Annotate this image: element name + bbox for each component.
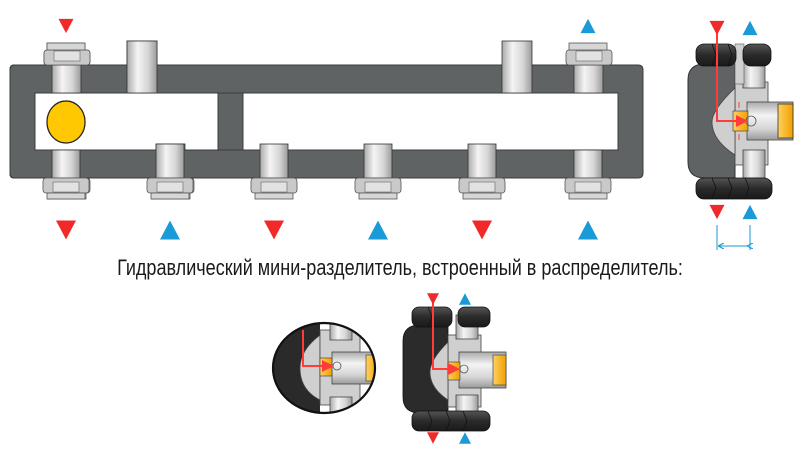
supply-arrow-down-icon	[427, 293, 439, 305]
side-view	[687, 28, 794, 200]
return-arrow-up-icon	[459, 432, 471, 444]
supply-arrow-down-icon	[427, 432, 439, 444]
return-arrow-up-icon	[742, 204, 758, 220]
bottom-port	[146, 143, 194, 200]
top-port-2	[565, 42, 613, 94]
supply-arrow-down-icon	[472, 220, 492, 240]
caption: Гидравлический мини-разделитель, встроен…	[117, 255, 683, 280]
bottom-port	[564, 149, 612, 200]
return-arrow-up-icon	[160, 220, 180, 240]
return-arrow-up-icon	[578, 220, 598, 240]
magnified-detail	[271, 321, 377, 415]
supply-arrow-down-icon	[58, 18, 74, 34]
supply-arrow-down-icon	[264, 220, 284, 240]
top-port-1	[43, 42, 91, 94]
bottom-port	[250, 143, 298, 200]
supply-arrow-down-icon	[56, 220, 76, 240]
vent-circle	[46, 100, 86, 144]
bottom-port	[42, 149, 90, 200]
dimension-marker	[716, 225, 750, 250]
bottom-port	[354, 143, 402, 200]
return-arrow-up-icon	[459, 293, 471, 305]
bottom-port	[458, 143, 506, 200]
side-section-detail	[402, 296, 507, 432]
top-stub-1	[126, 40, 158, 94]
return-arrow-up-icon	[368, 220, 388, 240]
supply-arrow-down-icon	[709, 204, 725, 220]
return-arrow-up-icon	[580, 18, 596, 34]
supply-arrow-down-icon	[709, 20, 725, 36]
top-stub-2	[501, 40, 533, 94]
return-arrow-up-icon	[742, 20, 758, 36]
